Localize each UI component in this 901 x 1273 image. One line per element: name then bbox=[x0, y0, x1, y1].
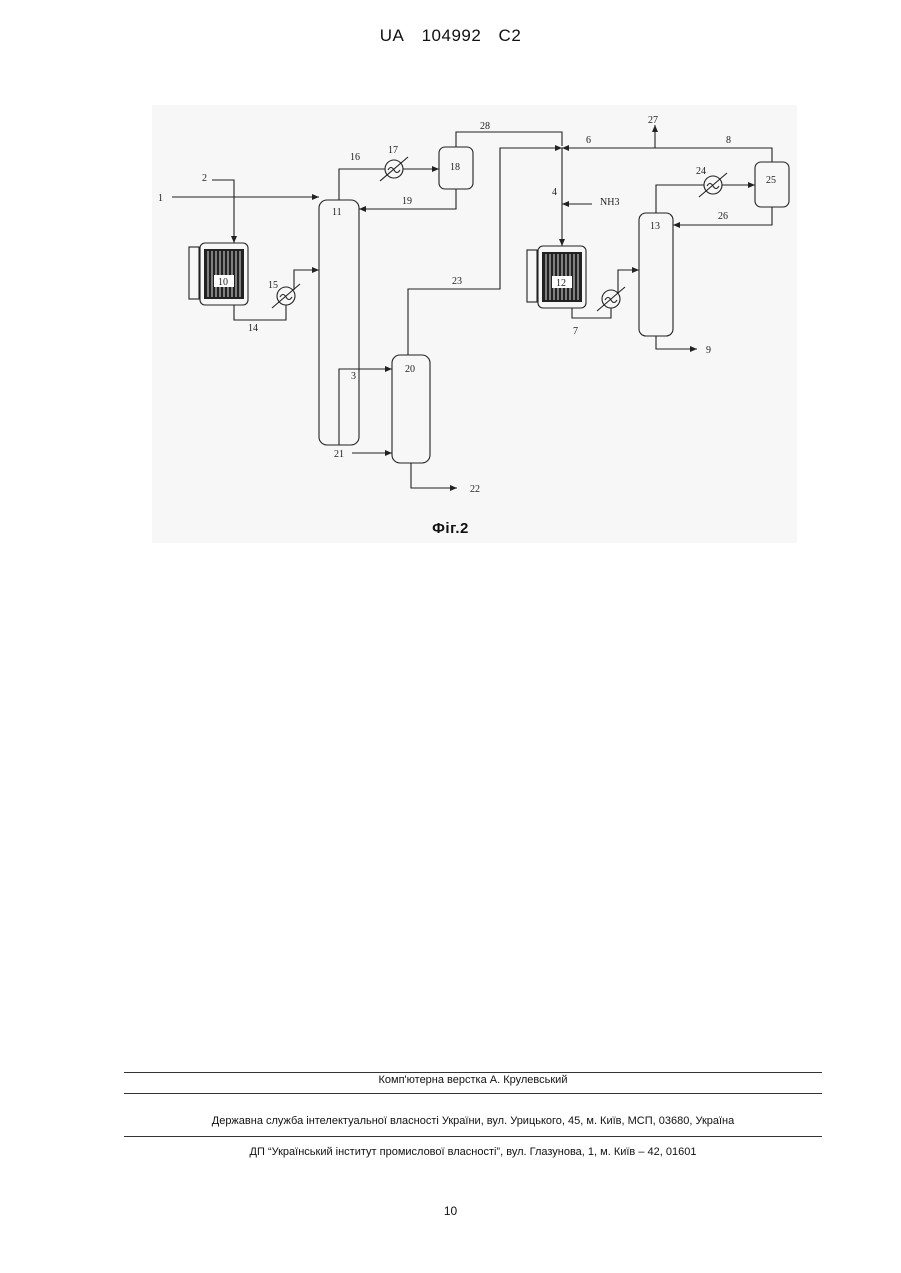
figure-caption: Фіг.2 bbox=[0, 520, 901, 537]
label-15: 15 bbox=[268, 280, 278, 291]
process-flow-diagram: 1 2 3 4 6 7 8 9 10 11 12 13 14 15 16 17 … bbox=[152, 105, 797, 543]
label-2: 2 bbox=[202, 173, 207, 184]
footer-ip-service: Державна служба інтелектуальної власност… bbox=[124, 1115, 822, 1127]
label-7: 7 bbox=[573, 326, 578, 337]
label-4: 4 bbox=[552, 187, 557, 198]
heat-exchanger-12-side bbox=[597, 287, 625, 311]
label-11: 11 bbox=[332, 207, 342, 218]
label-18: 18 bbox=[450, 162, 460, 173]
patent-header: UA 104992 C2 bbox=[0, 26, 901, 46]
label-13: 13 bbox=[650, 221, 660, 232]
label-20: 20 bbox=[405, 364, 415, 375]
stream-labels: 1 2 3 4 6 7 8 9 10 11 12 13 14 15 16 17 … bbox=[158, 115, 776, 495]
document-kind: C2 bbox=[499, 26, 522, 45]
label-8: 8 bbox=[726, 135, 731, 146]
patent-number: 104992 bbox=[422, 26, 482, 45]
label-9: 9 bbox=[706, 345, 711, 356]
label-14: 14 bbox=[248, 323, 258, 334]
label-25: 25 bbox=[766, 175, 776, 186]
label-12: 12 bbox=[556, 278, 566, 289]
label-22: 22 bbox=[470, 484, 480, 495]
reactor-12 bbox=[527, 246, 586, 308]
label-16: 16 bbox=[350, 152, 360, 163]
label-nh3: NH3 bbox=[600, 197, 619, 208]
footer-divider-2 bbox=[124, 1093, 822, 1094]
label-24: 24 bbox=[696, 166, 706, 177]
footer-institute: ДП “Український інститут промислової вла… bbox=[124, 1146, 822, 1158]
stream-lines bbox=[172, 125, 772, 488]
reactor-10 bbox=[189, 243, 248, 305]
footer-divider-1 bbox=[124, 1072, 822, 1073]
page-number: 10 bbox=[0, 1204, 901, 1218]
label-3: 3 bbox=[351, 371, 356, 382]
label-10: 10 bbox=[218, 277, 228, 288]
label-1: 1 bbox=[158, 193, 163, 204]
label-28: 28 bbox=[480, 121, 490, 132]
label-27: 27 bbox=[648, 115, 658, 126]
label-21: 21 bbox=[334, 449, 344, 460]
label-19: 19 bbox=[402, 196, 412, 207]
process-diagram-svg: 1 2 3 4 6 7 8 9 10 11 12 13 14 15 16 17 … bbox=[152, 105, 797, 543]
label-26: 26 bbox=[718, 211, 728, 222]
label-23: 23 bbox=[452, 276, 462, 287]
footer-divider-3 bbox=[124, 1136, 822, 1137]
label-6: 6 bbox=[586, 135, 591, 146]
footer-layout-credit: Комп'ютерна верстка А. Крулевський bbox=[124, 1074, 822, 1086]
label-17: 17 bbox=[388, 145, 398, 156]
country-code: UA bbox=[380, 26, 405, 45]
